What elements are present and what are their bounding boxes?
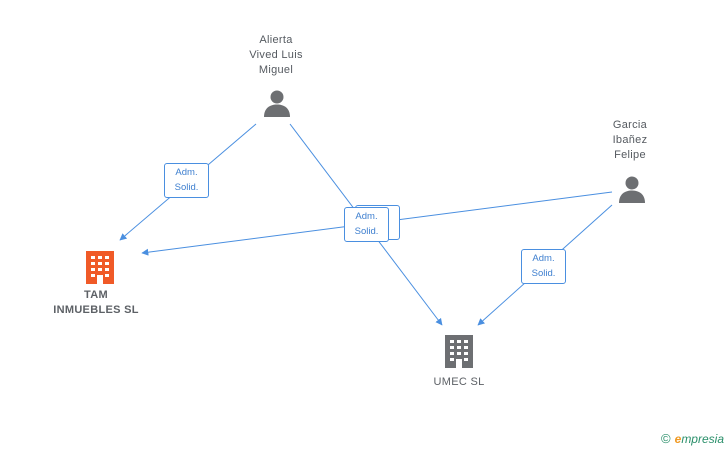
relation-label[interactable]: Adm. Solid.: [344, 207, 389, 242]
brand-name: empresia: [674, 431, 724, 446]
building-icon[interactable]: [443, 334, 475, 373]
person-label-alierta: Alierta Vived Luis Miguel: [249, 34, 303, 76]
building-icon[interactable]: [84, 250, 116, 289]
person-icon[interactable]: [617, 174, 647, 209]
company-label-umec[interactable]: UMEC SL: [433, 376, 485, 388]
relation-label[interactable]: Adm. Solid.: [521, 249, 566, 284]
company-label-tam[interactable]: TAM INMUEBLES SL: [53, 289, 139, 316]
copyright-icon: ©: [661, 431, 671, 446]
person-icon[interactable]: [262, 88, 292, 123]
relation-label[interactable]: Adm. Solid.: [164, 163, 209, 198]
person-label-garcia: Garcia Ibañez Felipe: [612, 119, 648, 161]
empresia-watermark: © empresia: [661, 431, 724, 446]
